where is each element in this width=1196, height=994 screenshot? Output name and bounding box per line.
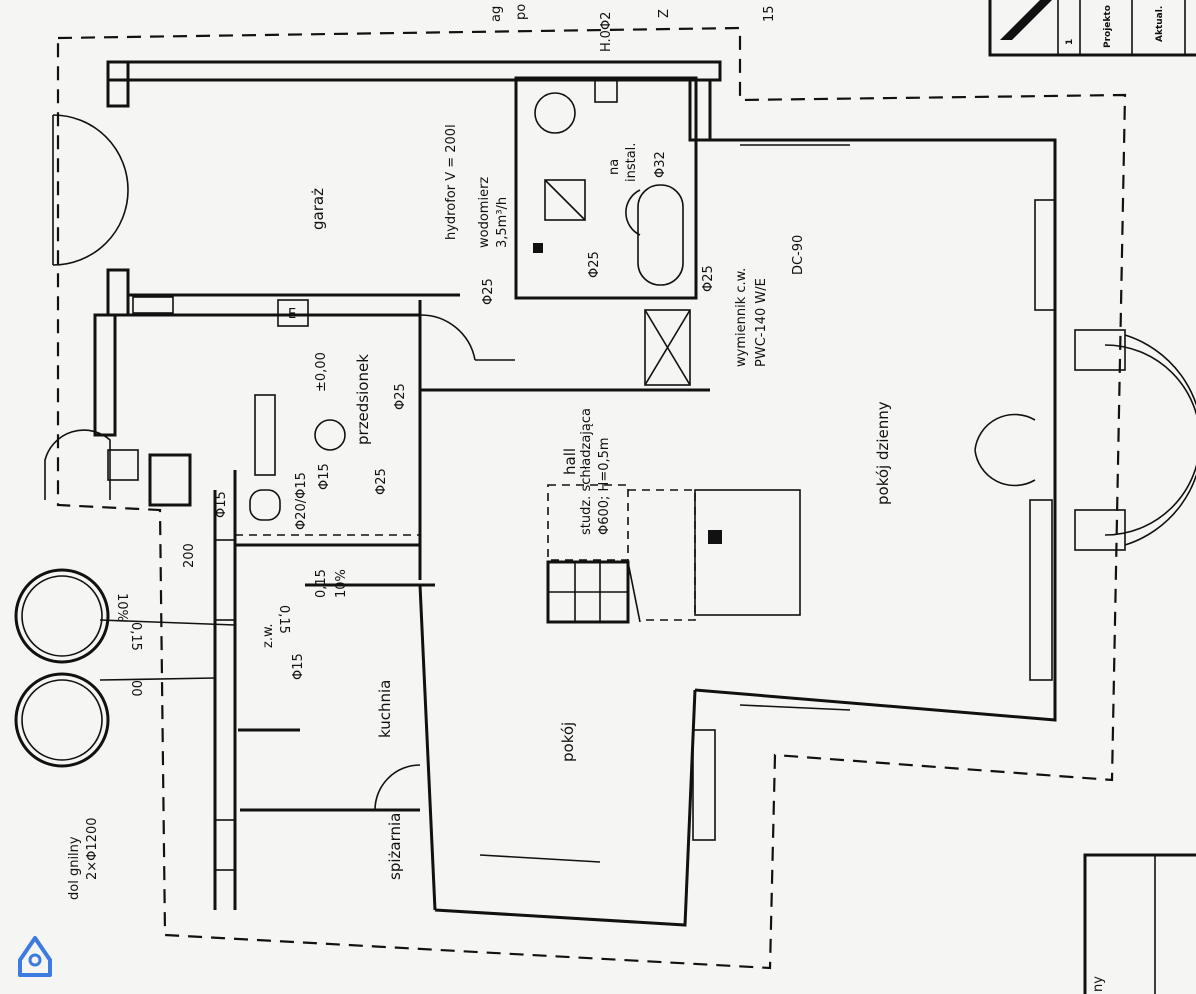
exchanger-model: PWC-140 W/E	[754, 278, 769, 367]
garage-label: garaż	[309, 188, 327, 230]
slope-label: 0,15	[314, 569, 329, 598]
pipe-d32: Φ32	[653, 151, 668, 178]
cooling-well-size: Φ600; H=0,5m	[597, 437, 612, 535]
cropped-label: po	[514, 4, 529, 20]
water-meter-label: wodomierz	[477, 177, 492, 248]
cropped-label: ny	[1091, 976, 1106, 992]
dimension-00: 00	[128, 680, 143, 697]
pipe-d25: Φ25	[587, 251, 602, 278]
pipe-d25: Φ25	[393, 383, 408, 410]
slope-label: 10%	[334, 569, 349, 598]
level-mark: ±0,00	[314, 352, 329, 392]
garage-walls	[52, 60, 722, 327]
pipe-d15: Φ15	[214, 491, 229, 518]
slope-label: 0,15	[128, 622, 143, 651]
to-install-label: na	[607, 159, 622, 175]
room-walls	[434, 689, 716, 927]
pantry-label: spiżarnia	[386, 813, 404, 880]
dimension-200: 200	[182, 543, 197, 568]
hall-label: hall	[561, 448, 579, 475]
staircase	[546, 484, 696, 624]
dimension-15: 15	[762, 5, 777, 22]
kitchen-label: kuchnia	[376, 680, 394, 738]
cooling-well-label: studz. schładzająca	[579, 408, 594, 535]
entrance-walls	[44, 313, 276, 507]
living-room-label: pokój dzienny	[874, 401, 892, 505]
cropped-label: Z	[657, 9, 672, 18]
title-block-designer: Projekto	[1103, 5, 1113, 48]
service-rooms	[213, 419, 437, 911]
dc90-label: DC-90	[791, 235, 806, 275]
title-block-updated: Aktual.	[1155, 6, 1165, 42]
pipe-d15: Φ15	[291, 653, 306, 680]
living-room-walls	[694, 138, 1196, 722]
septic-tank-size: 2×Φ1200	[85, 818, 100, 880]
sheet-number: 1	[1065, 39, 1075, 45]
house-logo-icon	[18, 936, 52, 977]
utility-room	[418, 76, 712, 580]
labels: garaż przedsionek hall pokój dzienny kuc…	[67, 4, 1165, 992]
cropped-label: H.0Φ2	[599, 12, 614, 52]
cold-water-label: z.w.	[261, 623, 276, 648]
exchanger-label: wymiennik c.w.	[734, 268, 749, 367]
title-block	[988, 0, 1196, 994]
electric-box-label: E	[288, 307, 296, 322]
pipe-d25: Φ25	[374, 468, 389, 495]
vestibule-label: przedsionek	[354, 354, 372, 445]
slope-label: 10%	[114, 593, 129, 622]
pipe-d25: Φ25	[701, 265, 716, 292]
room-label: pokój	[559, 722, 577, 762]
to-install-label-2: instal.	[624, 143, 639, 182]
cropped-label: ag	[489, 6, 504, 22]
foundation-outline	[56, 26, 1127, 970]
hydrophore-label: hydrofor V = 200l	[444, 124, 459, 240]
septic-tanks	[14, 568, 236, 768]
septic-tank-label: dol gnilny	[67, 836, 82, 900]
pipe-d25: Φ25	[481, 278, 496, 305]
pipe-d20-15: Φ20/Φ15	[294, 472, 309, 530]
water-meter-flow: 3,5m³/h	[495, 197, 510, 248]
slope-label: 0,15	[276, 605, 291, 634]
pipe-d15: Φ15	[317, 463, 332, 490]
